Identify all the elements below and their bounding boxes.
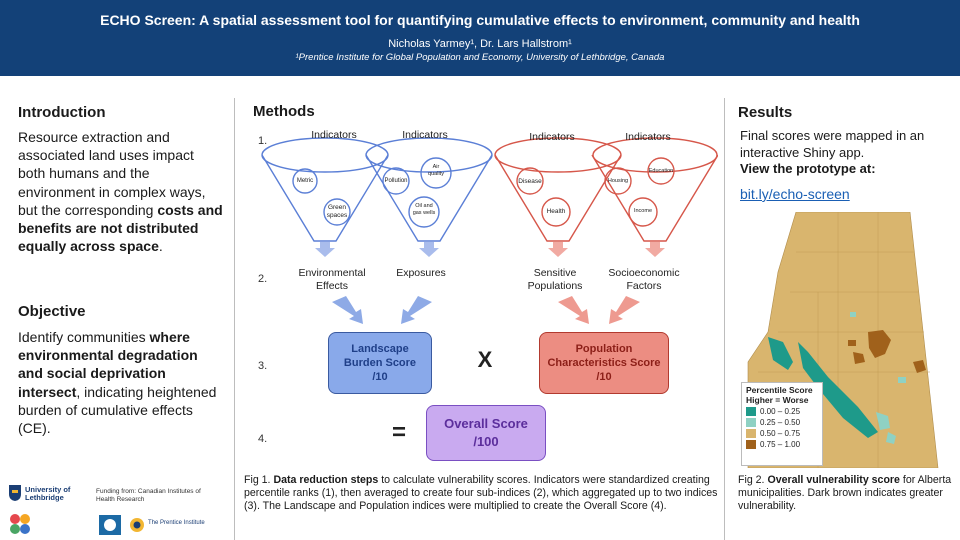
methods-diagram-graphics [261,137,718,324]
legend-label: 0.25 – 0.50 [760,418,801,427]
landscape-line-1: Landscape [351,343,409,355]
fig1-caption: Fig 1. Data reduction steps to calculate… [244,474,720,514]
step-1-label: 1. [258,135,268,147]
objective-text: Identify communities where environmental… [18,328,223,437]
objective-bold: where environmental degradation and soci… [18,329,198,400]
indicators-label-3: Indicators [529,131,575,143]
legend-row: 0.25 – 0.50 [746,418,818,427]
legend-label: 0.50 – 0.75 [760,429,801,438]
funnel-exposure-shape [365,154,493,242]
poster-header: ECHO Screen: A spatial assessment tool f… [0,0,960,76]
results-heading: Results [738,104,793,121]
authors: Nicholas Yarmey¹, Dr. Lars Hallstrom¹ [388,38,572,50]
fig2-text: for Alberta municipalities. Dark brown i… [738,474,952,513]
objective-heading: Objective [18,303,86,320]
objective-plain: Identify communities [18,329,150,345]
column-divider-left [234,98,235,540]
indicator-pollution: Pollution [384,178,408,184]
legend-title: Percentile Score [746,385,813,395]
fig2-bold: Overall vulnerability score [767,474,900,486]
legend-subtitle: Higher = Worse [746,394,809,405]
introduction-heading: Introduction [18,104,106,121]
subindex-environmental-effects: Environmental Effects [298,267,366,292]
subindex-sensitive-populations: Sensitive Populations [527,267,583,292]
legend-swatch [746,440,756,449]
funding-text: Funding from: Canadian Institutes of Hea… [96,488,201,503]
legend-row: 0.50 – 0.75 [746,429,818,438]
subindex-socioeconomic-factors: Socioeconomic Factors [608,267,680,292]
population-line-2: Characteristics Score [547,357,661,369]
indicator-housing: Housing [607,178,629,184]
introduction-text: Resource extraction and associated land … [18,128,223,255]
overall-line-1: Overall Score [444,416,528,431]
step-4-label: 4. [258,433,268,445]
funnel-env-shape [261,154,389,242]
fig1-bold: Data reduction steps [273,474,379,486]
legend-swatch [746,429,756,438]
fig2-caption: Fig 2. Overall vulnerability score for A… [738,474,953,514]
affiliation: ¹Prentice Institute for Global Populatio… [295,52,665,63]
funnel-health-shape [494,154,622,242]
population-line-1: Population [575,343,633,355]
indicator-health: Health [546,208,566,215]
methods-heading: Methods [253,103,315,120]
legend-label: 0.75 – 1.00 [760,440,801,449]
arrows-step1 [315,242,665,257]
overall-score-box: Overall Score/100 [426,405,546,461]
overall-line-2: /100 [473,434,499,449]
indicators-label-2: Indicators [402,129,448,141]
fig1-text: to calculate vulnerability scores. Indic… [244,474,718,513]
step-3-label: 3. [258,360,268,372]
legend-swatch [746,407,756,416]
indicator-metric: Metric [296,178,314,184]
methods-diagram: 1. 2. 3. 4. Indicators Indicators Indica… [240,95,718,540]
funnel-socio-shape [591,154,718,242]
results-bold: View the prototype at [740,161,872,176]
partner-logo-icon [10,514,30,534]
legend-row: 0.75 – 1.00 [746,440,818,449]
equals-symbol: = [391,419,406,446]
intro-end: . [158,238,163,255]
landscape-line-3: /10 [372,371,388,383]
multiply-symbol: X [477,347,493,372]
results-text: Final scores were mapped in an interacti… [740,128,950,178]
intro-plain: Resource extraction and associated land … [18,129,206,218]
map-legend: Percentile Score Higher = Worse 0.00 – 0… [741,382,823,466]
indicator-disease: Disease [518,178,542,185]
uleth-logo-text: University of Lethbridge [25,485,71,502]
subindex-exposures: Exposures [396,267,446,279]
indicators-label-4: Indicators [625,131,671,143]
legend-row: 0.00 – 0.25 [746,407,818,416]
prentice-logo-text: The Prentice Institute [148,520,205,526]
intro-bold: costs and benefits are not distributed e… [18,201,223,255]
poster-title: ECHO Screen: A spatial assessment tool f… [100,12,860,28]
indicator-oil-gas-wells: Oil and gas wells [412,203,436,216]
legend-swatch [746,418,756,427]
population-line-3: /10 [596,371,612,383]
cihr-logo-icon [99,515,121,535]
legend-label: 0.00 – 0.25 [760,407,801,416]
results-bold-end: : [871,161,876,176]
indicators-label-1: Indicators [311,129,357,141]
university-crest-icon [9,485,21,501]
prentice-logo-icon [130,518,144,532]
results-plain: Final scores were mapped in an interacti… [740,128,925,160]
indicator-income: Income [633,208,653,214]
landscape-line-2: Burden Score [343,357,417,369]
indicator-education: Education [648,168,674,174]
step-2-label: 2. [258,273,268,285]
column-divider-right [724,98,725,540]
fig1-prefix: Fig 1. [244,474,274,486]
objective-end: , indicating heightened burden of cumula… [18,383,217,437]
indicator-air-quality: Air quality [428,164,444,177]
arrows-step2 [332,296,640,324]
fig2-prefix: Fig 2. [738,474,768,486]
indicator-green-spaces: Green spaces [326,204,348,219]
prototype-link[interactable]: bit.ly/echo-screen [740,186,850,202]
